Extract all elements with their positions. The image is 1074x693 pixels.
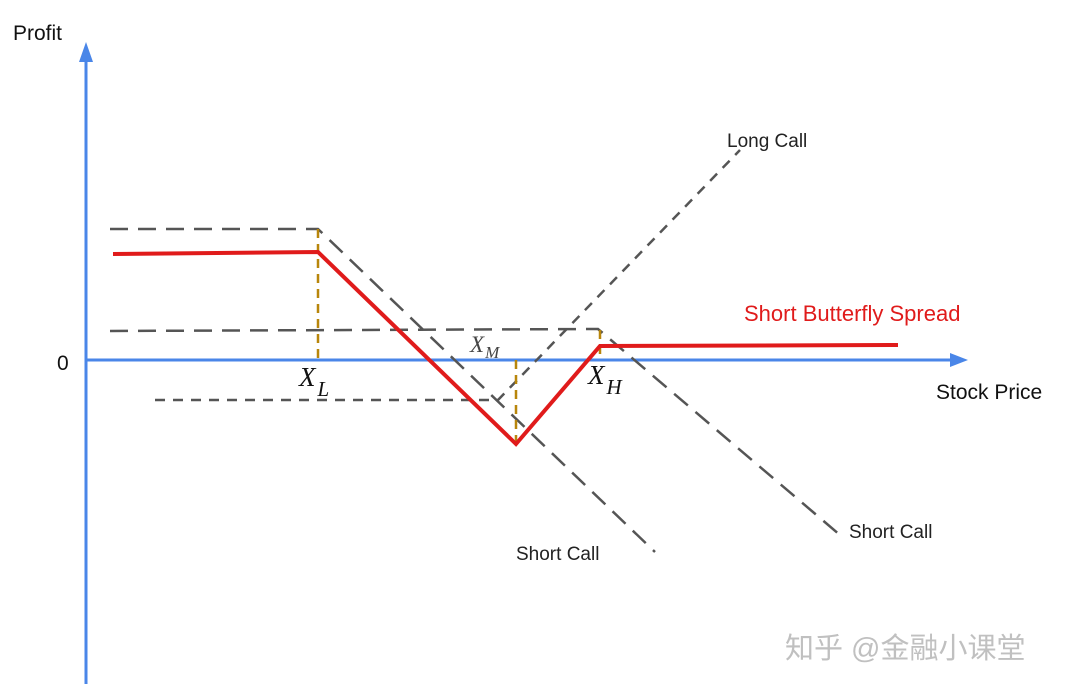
short-call-low-label: Short Call xyxy=(516,544,599,565)
strike-letter: X xyxy=(469,332,485,357)
y-axis-label: Profit xyxy=(13,22,62,45)
strike-letter: X xyxy=(298,362,317,392)
strike-subscript: M xyxy=(484,343,500,362)
x-axis-label: Stock Price xyxy=(936,381,1042,404)
y-axis-arrow-icon xyxy=(79,42,93,62)
long-call-label: Long Call xyxy=(727,131,807,152)
strike-label-mid: XM xyxy=(469,332,500,362)
strategy-label: Short Butterfly Spread xyxy=(744,301,960,326)
short-butterfly-spread-line xyxy=(112,249,899,447)
watermark: 知乎 @金融小课堂 xyxy=(785,632,1026,665)
long-call-line xyxy=(155,149,741,402)
short-call-low-line xyxy=(110,227,656,553)
strike-subscript: L xyxy=(317,377,330,401)
short-call-high-label: Short Call xyxy=(849,522,932,543)
x-axis-arrow-icon xyxy=(950,353,968,367)
strike-label-low: XL xyxy=(298,362,329,401)
origin-label: 0 xyxy=(57,352,69,375)
strike-label-high: XH xyxy=(587,360,624,399)
short-call-high-line xyxy=(109,327,841,536)
strike-subscript: H xyxy=(606,375,624,399)
strike-letter: X xyxy=(587,360,606,390)
